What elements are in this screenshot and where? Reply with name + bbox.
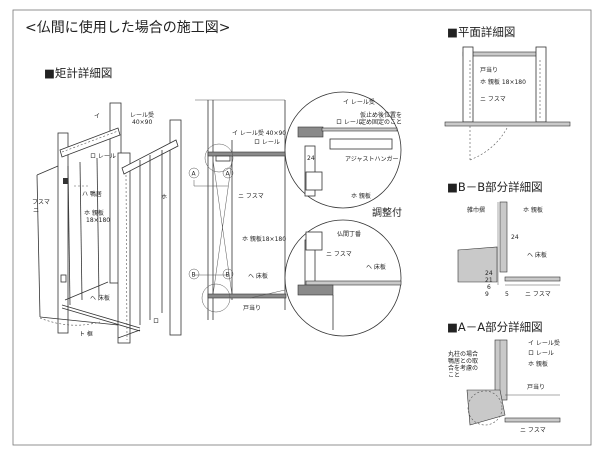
bb-label-24: 24 — [511, 234, 519, 241]
bb-label-9: 9 — [485, 291, 489, 298]
elev-marker-a-right: A — [226, 171, 231, 178]
section-title-aa: ■A－A部分詳細図 — [447, 320, 543, 334]
plan-label-fusuma: ニ フスマ — [480, 96, 506, 103]
detail-bottom-fusuma: ニ フスマ — [326, 251, 352, 258]
detail-top-note2: 定め固定のこと — [360, 118, 402, 126]
elev-label-fusuma: ニ フスマ — [238, 193, 264, 200]
aa-label-note3: 合を考慮の — [448, 364, 478, 372]
aa-label-rail: ロ レール — [528, 350, 554, 357]
section-title-bb: ■B－B部分詳細図 — [447, 180, 543, 194]
drawing-title: <仏間に使用した場合の施工図> — [25, 19, 230, 36]
elev-label-yukaita: ヘ 床板 — [248, 272, 268, 280]
iso-label-rail-receiver: レール受 — [130, 111, 154, 119]
section-title-kanabakari: ■矩計詳細図 — [44, 66, 112, 80]
detail-top-dim: 24 — [307, 155, 315, 162]
elev-label-todomari: 戸当り — [243, 304, 261, 312]
iso-label-oyaita: ホ 親板 — [84, 209, 104, 217]
elev-marker-b-right: B — [226, 272, 230, 279]
detail-top-note1: 仮止め後位置を — [360, 111, 402, 119]
elevation-view: A A B B イ レール受 40×90 ロ レール ニ フスマ ホ 親板18×… — [188, 99, 289, 320]
iso-label-i: イ — [94, 113, 100, 120]
detail-bottom-butsuma: 仏間丁番 — [337, 231, 361, 238]
aa-label-note2: 鴨居との取 — [448, 357, 478, 365]
aa-label-note1: 丸柱の場合 — [448, 350, 478, 358]
bb-label-6: 6 — [487, 284, 491, 291]
iso-label-kamoi: ハ 鴨居 — [82, 190, 102, 198]
aa-detail: イ レール受 ロ レール ホ 親板 丸柱の場合 鴨居との取 合を考慮の こと 戸… — [448, 339, 561, 434]
elev-marker-a-left: A — [192, 171, 197, 178]
iso-label-rail: ロ レール — [90, 153, 116, 160]
plan-label-todomari: 戸当り — [480, 66, 498, 74]
elev-label-rail: ロ レール — [254, 139, 280, 146]
detail-top-hanger: アジャストハンガー — [345, 155, 398, 163]
bb-label-24b: 24 — [485, 270, 493, 277]
aa-label-note4: こと — [448, 372, 460, 379]
bb-label-kamoi: 雑巾摺 — [467, 206, 485, 214]
iso-label-fusuma: フスマ — [32, 199, 50, 206]
adjust-label: 調整付 — [372, 206, 402, 219]
aa-label-fusuma: ニ フスマ — [520, 427, 546, 434]
detail-top-rail: ロ レール — [336, 119, 362, 126]
plan-label-oyaita: ホ 親板 18×180 — [480, 78, 526, 86]
elev-marker-b-left: B — [192, 272, 196, 279]
detail-top-oyaita: ホ 親板 — [351, 192, 371, 200]
bb-label-yukaita: ヘ 床板 — [527, 251, 547, 259]
elev-label-rail-receiver: イ レール受 40×90 — [232, 129, 286, 137]
detail-circle-bottom: 仏間丁番 ニ フスマ ヘ 床板 — [284, 219, 402, 337]
iso-label-ho: ホ — [161, 194, 167, 201]
detail-bottom-yukaita: ヘ 床板 — [366, 263, 386, 271]
bb-label-21: 21 — [485, 277, 493, 284]
plan-view: 戸当り ホ 親板 18×180 ニ フスマ — [444, 46, 571, 161]
isometric-view: イ レール受 40×90 ロ レール ハ 鴨居 フスマ ニ ホ 親板 18×18… — [32, 102, 182, 344]
drawing-frame — [12, 9, 592, 446]
bb-label-5: 5 — [505, 291, 509, 298]
detail-top-rail-receiver: イ レール受 — [343, 98, 375, 106]
bb-detail: 雑巾摺 ホ 親板 24 ヘ 床板 24 21 6 9 5 ニ フスマ — [457, 201, 561, 298]
bb-label-oyaita: ホ 親板 — [523, 206, 543, 214]
aa-label-rail-receiver: イ レール受 — [528, 339, 560, 347]
iso-label-fusuma-mark: ニ — [33, 207, 39, 214]
iso-label-rail-receiver-size: 40×90 — [132, 119, 152, 126]
iso-label-kamachi: ト 框 — [79, 330, 93, 338]
detail-circle-top: イ レール受 ロ レール 仮止め後位置を 定め固定のこと アジャストハンガー 2… — [284, 91, 402, 209]
iso-label-yukaita: ヘ 床板 — [90, 294, 110, 302]
bb-label-fusuma: ニ フスマ — [525, 291, 551, 298]
aa-label-todomari: 戸当り — [527, 383, 545, 391]
elev-label-oyaita: ホ 親板18×180 — [242, 235, 286, 243]
iso-label-ro: ロ — [153, 318, 159, 325]
section-title-plan: ■平面詳細図 — [447, 25, 515, 39]
iso-label-oyaita-size: 18×180 — [86, 217, 110, 224]
aa-label-oyaita: ホ 親板 — [528, 360, 548, 368]
